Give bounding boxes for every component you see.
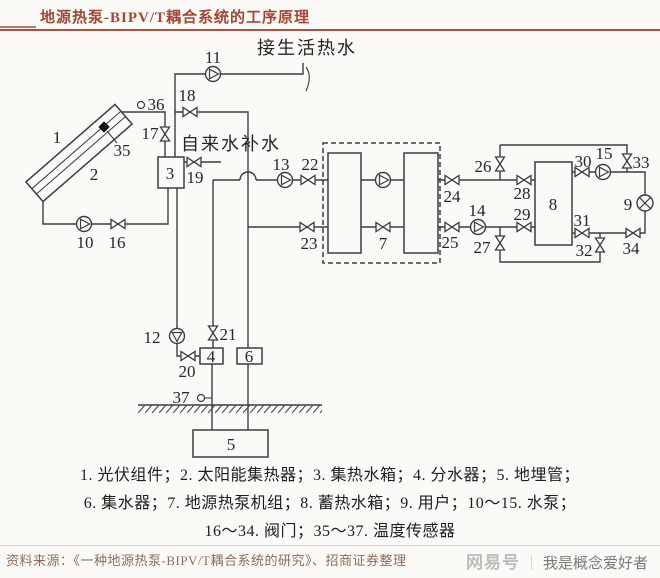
sensor-35-leader xyxy=(106,130,118,144)
label-26: 26 xyxy=(475,157,492,176)
valve-20 xyxy=(180,350,196,362)
label-10: 10 xyxy=(77,233,94,252)
valve-26 xyxy=(494,156,506,172)
temp-sensor-37 xyxy=(196,393,206,403)
label-21: 21 xyxy=(220,325,237,344)
watermark: 网易号 ｜ 我是概念爱好者 xyxy=(466,548,648,573)
legend-line-1: 1. 光伏组件；2. 太阳能集热器；3. 集热水箱；4. 分水器；5. 地埋管； xyxy=(79,467,580,484)
label-14: 14 xyxy=(469,201,487,220)
label-36: 36 xyxy=(148,95,165,114)
label-1: 1 xyxy=(53,128,62,147)
label-31: 31 xyxy=(574,211,591,230)
label-17: 17 xyxy=(142,124,160,143)
page-title: 地源热泵-BIPV/T耦合系统的工序原理 xyxy=(40,10,311,26)
ground-hatch xyxy=(138,404,322,414)
heat-exchanger-right xyxy=(403,152,439,254)
valve-34 xyxy=(625,227,641,239)
label-27: 27 xyxy=(474,238,492,257)
distributor-4 xyxy=(199,347,224,365)
hot-water-annotation: 接生活热水 xyxy=(257,38,357,58)
valve-23 xyxy=(299,221,315,233)
label-32: 32 xyxy=(576,241,593,260)
valve-25 xyxy=(444,221,460,233)
pump-15 xyxy=(594,163,612,181)
valve-internal xyxy=(375,221,391,233)
pump-12 xyxy=(168,327,186,345)
user-9 xyxy=(636,194,654,212)
valve-18 xyxy=(182,106,198,118)
label-20: 20 xyxy=(179,362,196,381)
label-30: 30 xyxy=(575,152,592,171)
valve-19 xyxy=(186,156,202,168)
title-underline-stub xyxy=(0,26,36,28)
pump-13 xyxy=(276,171,294,189)
storage-tank-8 xyxy=(534,161,573,246)
valve-27 xyxy=(494,235,506,251)
valve-16 xyxy=(110,218,126,230)
label-9: 9 xyxy=(624,195,633,214)
label-22: 22 xyxy=(302,155,319,174)
label-16: 16 xyxy=(109,233,126,252)
valve-24 xyxy=(444,174,460,186)
ground-pipe-5 xyxy=(192,429,269,458)
label-23: 23 xyxy=(301,234,318,253)
label-28: 28 xyxy=(514,184,531,203)
valve-33 xyxy=(621,153,633,169)
label-7: 7 xyxy=(379,234,388,253)
label-15: 15 xyxy=(596,144,613,163)
label-37: 37 xyxy=(173,388,191,407)
component-labels: 1 2 3 4 5 6 7 8 9 10 11 12 13 14 15 16 1… xyxy=(53,48,650,454)
label-11: 11 xyxy=(205,48,221,67)
label-34: 34 xyxy=(623,239,641,258)
label-3: 3 xyxy=(166,164,175,183)
makeup-water-annotation: 自来水补水 xyxy=(181,134,281,154)
label-18: 18 xyxy=(179,86,196,105)
legend: 1. 光伏组件；2. 太阳能集热器；3. 集热水箱；4. 分水器；5. 地埋管；… xyxy=(0,462,660,546)
label-4: 4 xyxy=(207,347,216,366)
label-13: 13 xyxy=(273,155,290,174)
pump-14 xyxy=(469,218,487,236)
valve-22 xyxy=(300,174,316,186)
label-8: 8 xyxy=(549,195,558,214)
label-2: 2 xyxy=(90,165,99,184)
valve-32 xyxy=(594,237,606,253)
heat-pump-unit-7 xyxy=(322,142,441,264)
title-underline xyxy=(0,29,660,31)
valve-17 xyxy=(159,126,171,142)
label-6: 6 xyxy=(245,347,254,366)
heat-exchanger-left xyxy=(327,152,362,254)
footer-divider xyxy=(0,545,660,546)
source-note: 资料来源：《一种地源热泵-BIPV/T耦合系统的研究》、招商证券整理 xyxy=(6,553,407,568)
watermark-account: 我是概念爱好者 xyxy=(543,556,649,572)
tank-3-collect-tank xyxy=(157,156,185,189)
temp-sensor-36 xyxy=(136,100,146,110)
pump-10 xyxy=(75,215,93,233)
valve-21 xyxy=(207,325,219,341)
label-33: 33 xyxy=(633,153,650,172)
equipment xyxy=(24,103,573,458)
label-29: 29 xyxy=(514,205,531,224)
legend-line-2: 6. 集水器；7. 地源热泵机组；8. 蓄热水箱；9. 用户；10～15. 水泵… xyxy=(83,495,577,512)
watermark-separator: ｜ xyxy=(524,556,540,572)
label-24: 24 xyxy=(444,187,462,206)
label-35: 35 xyxy=(114,141,131,160)
watermark-brand: 网易号 xyxy=(466,553,520,572)
pump-11 xyxy=(204,65,222,83)
label-5: 5 xyxy=(227,435,236,454)
legend-line-3: 16～34. 阀门；35～37. 温度传感器 xyxy=(204,523,456,540)
label-12: 12 xyxy=(144,328,161,347)
collector-6 xyxy=(236,347,263,365)
label-19: 19 xyxy=(187,168,204,187)
label-25: 25 xyxy=(442,233,459,252)
pump-internal xyxy=(374,171,392,189)
